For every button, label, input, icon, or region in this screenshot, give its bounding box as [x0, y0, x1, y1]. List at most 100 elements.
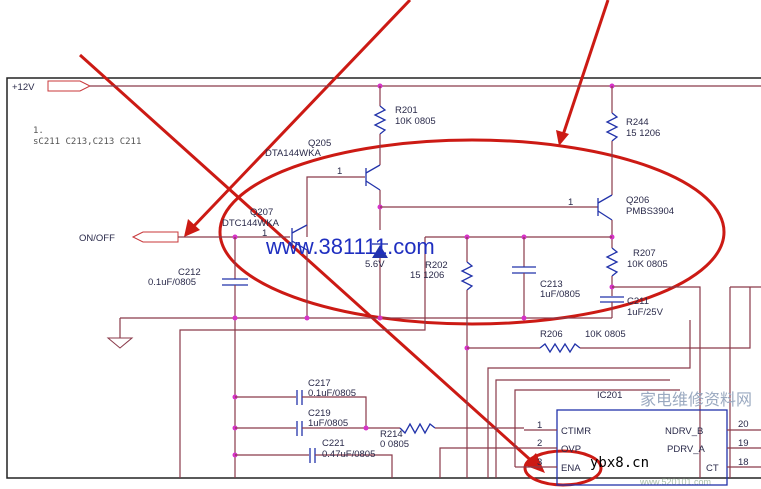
- c211-value: 1uF/25V: [627, 307, 664, 318]
- note-line1: 1.: [33, 126, 44, 136]
- wire: [487, 320, 691, 478]
- c212-ref: C212: [178, 267, 201, 278]
- label: 20: [738, 419, 749, 430]
- wire: [439, 447, 524, 478]
- q206-part: PMBS3904: [626, 206, 674, 217]
- ic-pin-19: 19 PDRV_A: [667, 438, 761, 455]
- r206-value: 10K 0805: [585, 329, 626, 340]
- r206-resistor: [539, 342, 581, 354]
- c217-value: 0.1uF/0805: [308, 388, 356, 399]
- r201-resistor: [373, 105, 387, 135]
- label: 19: [738, 438, 749, 449]
- r207-ref: R207: [633, 248, 656, 259]
- q206-pin: 1: [568, 197, 573, 208]
- r244-ref: R244: [626, 117, 649, 128]
- c219-ref: C219: [308, 408, 331, 419]
- onoff-label: ON/OFF: [79, 233, 115, 244]
- onoff-port-flag: [131, 231, 179, 243]
- wire: [365, 180, 381, 191]
- c217-ref: C217: [308, 378, 331, 389]
- junction-dot: [377, 315, 383, 321]
- c221-ref: C221: [322, 438, 345, 449]
- note-line2: sC211 C213,C213 C211: [33, 137, 141, 147]
- label: NDRV_B: [665, 426, 703, 437]
- junction-dot: [232, 315, 238, 321]
- arrow-to-onoff: [190, 0, 412, 230]
- r201-value: 10K 0805: [395, 116, 436, 127]
- label: 1: [537, 420, 542, 431]
- arrowhead-icon: [524, 453, 545, 473]
- q206-ref: Q206: [626, 195, 649, 206]
- wire: [514, 389, 680, 467]
- r206-ref: R206: [540, 329, 563, 340]
- r214-resistor: [399, 422, 436, 435]
- wire: [291, 240, 308, 251]
- wire: [315, 454, 393, 478]
- r201-ref: R201: [395, 105, 418, 116]
- wire: [597, 194, 613, 204]
- arrow-to-circuit: [561, 0, 610, 136]
- wire: [179, 237, 426, 478]
- c213-value: 1uF/0805: [540, 289, 580, 300]
- wire: [612, 286, 701, 478]
- q207-part: DTC144WKA: [222, 218, 280, 229]
- label: PDRV_A: [667, 444, 706, 455]
- c212-value: 0.1uF/0805: [148, 277, 196, 288]
- q207-pin: 1: [262, 228, 267, 239]
- arrowhead-icon: [556, 130, 569, 146]
- junction-dot: [521, 315, 527, 321]
- r202-ref: R202: [425, 260, 448, 271]
- r244-resistor: [605, 112, 619, 142]
- sheet-border: [6, 77, 761, 479]
- q205-pin: 1: [337, 166, 342, 177]
- label: CT: [706, 463, 719, 474]
- c221-value: 0.47uF/0805: [322, 449, 375, 460]
- ic201-ref: IC201: [597, 390, 622, 401]
- r202-value: 15 1206: [410, 270, 444, 281]
- junction-dot: [304, 315, 310, 321]
- supply-label: +12V: [12, 82, 35, 93]
- highlight-ellipse: [218, 138, 726, 326]
- c219-value: 1uF/0805: [308, 418, 348, 429]
- wire: [495, 379, 670, 478]
- wire: [597, 210, 613, 221]
- wire: [580, 287, 751, 349]
- c211-ref: C211: [627, 296, 649, 307]
- logo-watermark-cn: 家电维修资料网: [640, 391, 752, 409]
- r207-value: 10K 0805: [627, 259, 668, 270]
- ic-pin-20: 20 NDRV_B: [665, 419, 761, 437]
- zener-value: 5.6V: [365, 259, 385, 270]
- r207-resistor: [605, 247, 619, 277]
- r202-resistor: [460, 261, 474, 291]
- q205-ref: Q205: [308, 138, 331, 149]
- q205-part: DTA144WKA: [265, 148, 321, 159]
- wire: [302, 396, 367, 428]
- zener-diode: [372, 245, 388, 258]
- label: CTIMR: [561, 426, 591, 437]
- wire: [291, 224, 308, 234]
- junction-dot: [363, 425, 369, 431]
- arrowhead-icon: [184, 219, 200, 237]
- label: 3: [537, 457, 542, 468]
- wire: [306, 176, 365, 237]
- ic-pin-2: 2 OVP: [524, 438, 581, 455]
- label: 2: [537, 438, 542, 449]
- site-watermark: www.381111.com: [265, 234, 435, 259]
- label: ENA: [561, 463, 581, 474]
- label: OVP: [561, 444, 581, 455]
- ic-pin-3: 3 ENA: [524, 457, 581, 474]
- label: 18: [738, 457, 749, 468]
- c213-ref: C213: [540, 279, 563, 290]
- supply-port-flag: [47, 80, 92, 92]
- corner-watermark: ybx8.cn: [590, 455, 649, 471]
- q207-ref: Q207: [250, 207, 273, 218]
- r214-ref: R214: [380, 429, 403, 440]
- ic-pin-18: 18 CT: [706, 457, 761, 474]
- ground-icon: [106, 337, 134, 349]
- logo-watermark-url: www.520101.com: [639, 477, 711, 487]
- r214-value: 0 0805: [380, 439, 409, 450]
- ic-pin-1: 1 CTIMR: [524, 420, 591, 437]
- r244-value: 15 1206: [626, 128, 660, 139]
